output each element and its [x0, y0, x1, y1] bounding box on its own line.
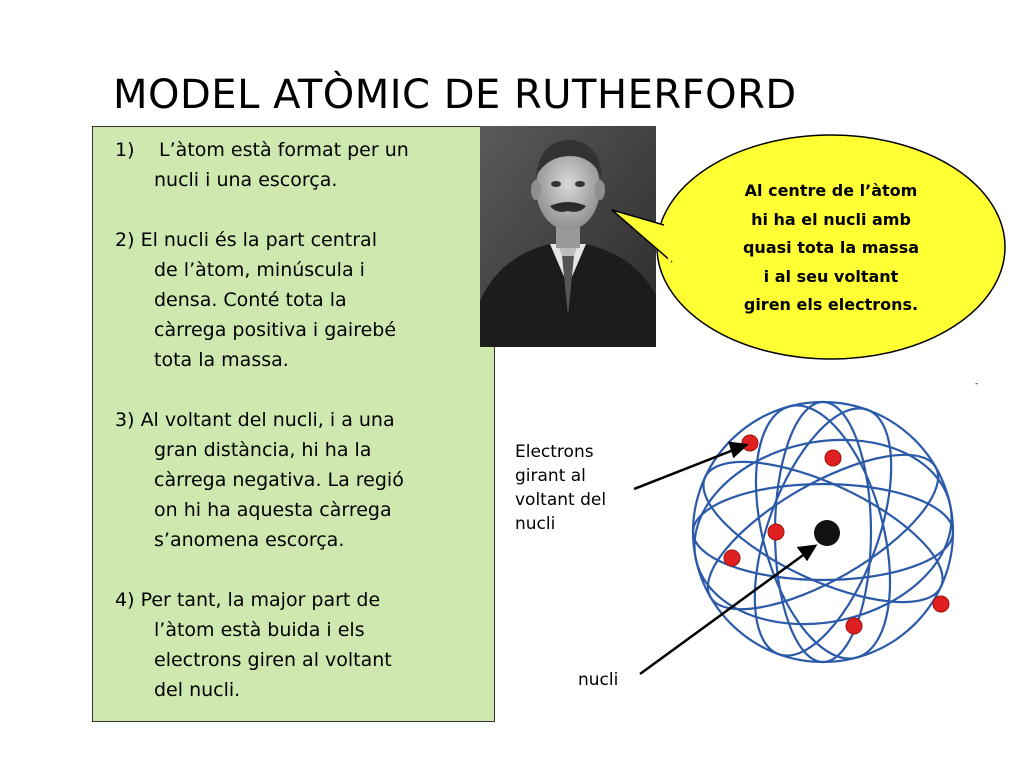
point-line: nucli i una escorça.	[154, 169, 338, 191]
point-line: 4) Per tant, la major part de	[115, 585, 484, 615]
point-1: 1) L’àtom està format per un nucli i una…	[115, 135, 484, 195]
point-line: càrrega positiva i gairebé	[154, 319, 397, 341]
point-text: Per tant, la major part de	[140, 589, 381, 611]
callout-line: hi ha el nucli amb	[751, 209, 911, 229]
pointer-arrows	[633, 441, 818, 676]
point-line: l’àtom està buida i els	[154, 619, 365, 641]
electrons-label: Electrons girant al voltant del nucli	[515, 440, 606, 536]
point-line: tota la massa.	[154, 349, 289, 371]
point-line: densa. Conté tota la	[154, 289, 347, 311]
callout-line: quasi tota la massa	[742, 238, 920, 257]
point-text: Al voltant del nucli, i a una	[140, 409, 395, 431]
point-line: de l’àtom, minúscula i	[154, 259, 365, 281]
point-line: 2) El nucli és la part central	[115, 225, 484, 255]
electrons-label-line: nucli	[515, 514, 556, 534]
point-line: s’anomena escorça.	[154, 529, 345, 551]
electron	[824, 449, 842, 467]
stray-mark: -	[975, 379, 979, 389]
slide-title: MODEL ATÒMIC DE RUTHERFORD	[113, 72, 797, 118]
point-text: L’àtom està format per un	[159, 139, 409, 161]
nucleus-label: nucli	[578, 670, 619, 690]
electron	[741, 434, 759, 452]
orbit	[706, 453, 940, 611]
point-line: 1) L’àtom està format per un	[115, 135, 484, 165]
point-4: 4) Per tant, la major part de l’àtom est…	[115, 585, 484, 705]
point-3: 3) Al voltant del nucli, i a una gran di…	[115, 405, 484, 555]
point-line: electrons giren al voltant	[154, 649, 392, 671]
callout-line: i al seu voltant	[763, 266, 899, 286]
electron	[723, 549, 741, 567]
electrons-label-line: voltant del	[515, 490, 607, 510]
electron	[767, 523, 785, 541]
callout-line: Al centre de l’àtom	[744, 181, 918, 200]
nucleus-arrow-head	[796, 544, 818, 562]
electron-arrow-line	[633, 447, 737, 491]
explanation-textbox: 1) L’àtom està format per un nucli i una…	[92, 126, 495, 722]
nucleus	[814, 520, 840, 546]
point-number: 4)	[115, 589, 135, 611]
electron	[845, 617, 863, 635]
point-text: El nucli és la part central	[140, 229, 377, 251]
orbit	[693, 438, 953, 626]
point-line: gran distància, hi ha la	[154, 439, 372, 461]
nucleus-arrow-line	[639, 551, 807, 676]
point-number: 2)	[115, 229, 135, 251]
point-number: 1)	[115, 139, 135, 161]
rutherford-portrait	[480, 126, 656, 347]
orbit	[691, 482, 955, 582]
point-number: 3)	[115, 409, 135, 431]
point-line: on hi ha aquesta càrrega	[154, 499, 392, 521]
electron-arrow-head	[728, 441, 749, 459]
orbit	[702, 460, 944, 604]
point-line: 3) Al voltant del nucli, i a una	[115, 405, 484, 435]
orbit	[753, 407, 893, 657]
point-2: 2) El nucli és la part central de l’àtom…	[115, 225, 484, 375]
electron	[932, 595, 950, 613]
point-line: del nucli.	[154, 679, 241, 701]
electrons	[723, 434, 950, 635]
callout-text: Al centre de l’àtom hi ha el nucli amb q…	[706, 177, 956, 320]
electrons-label-line: Electrons	[515, 442, 594, 462]
orbit	[754, 404, 892, 660]
electrons-label-line: girant al	[515, 466, 586, 486]
point-line: càrrega negativa. La regió	[154, 469, 404, 491]
callout-line: giren els electrons.	[743, 295, 919, 314]
